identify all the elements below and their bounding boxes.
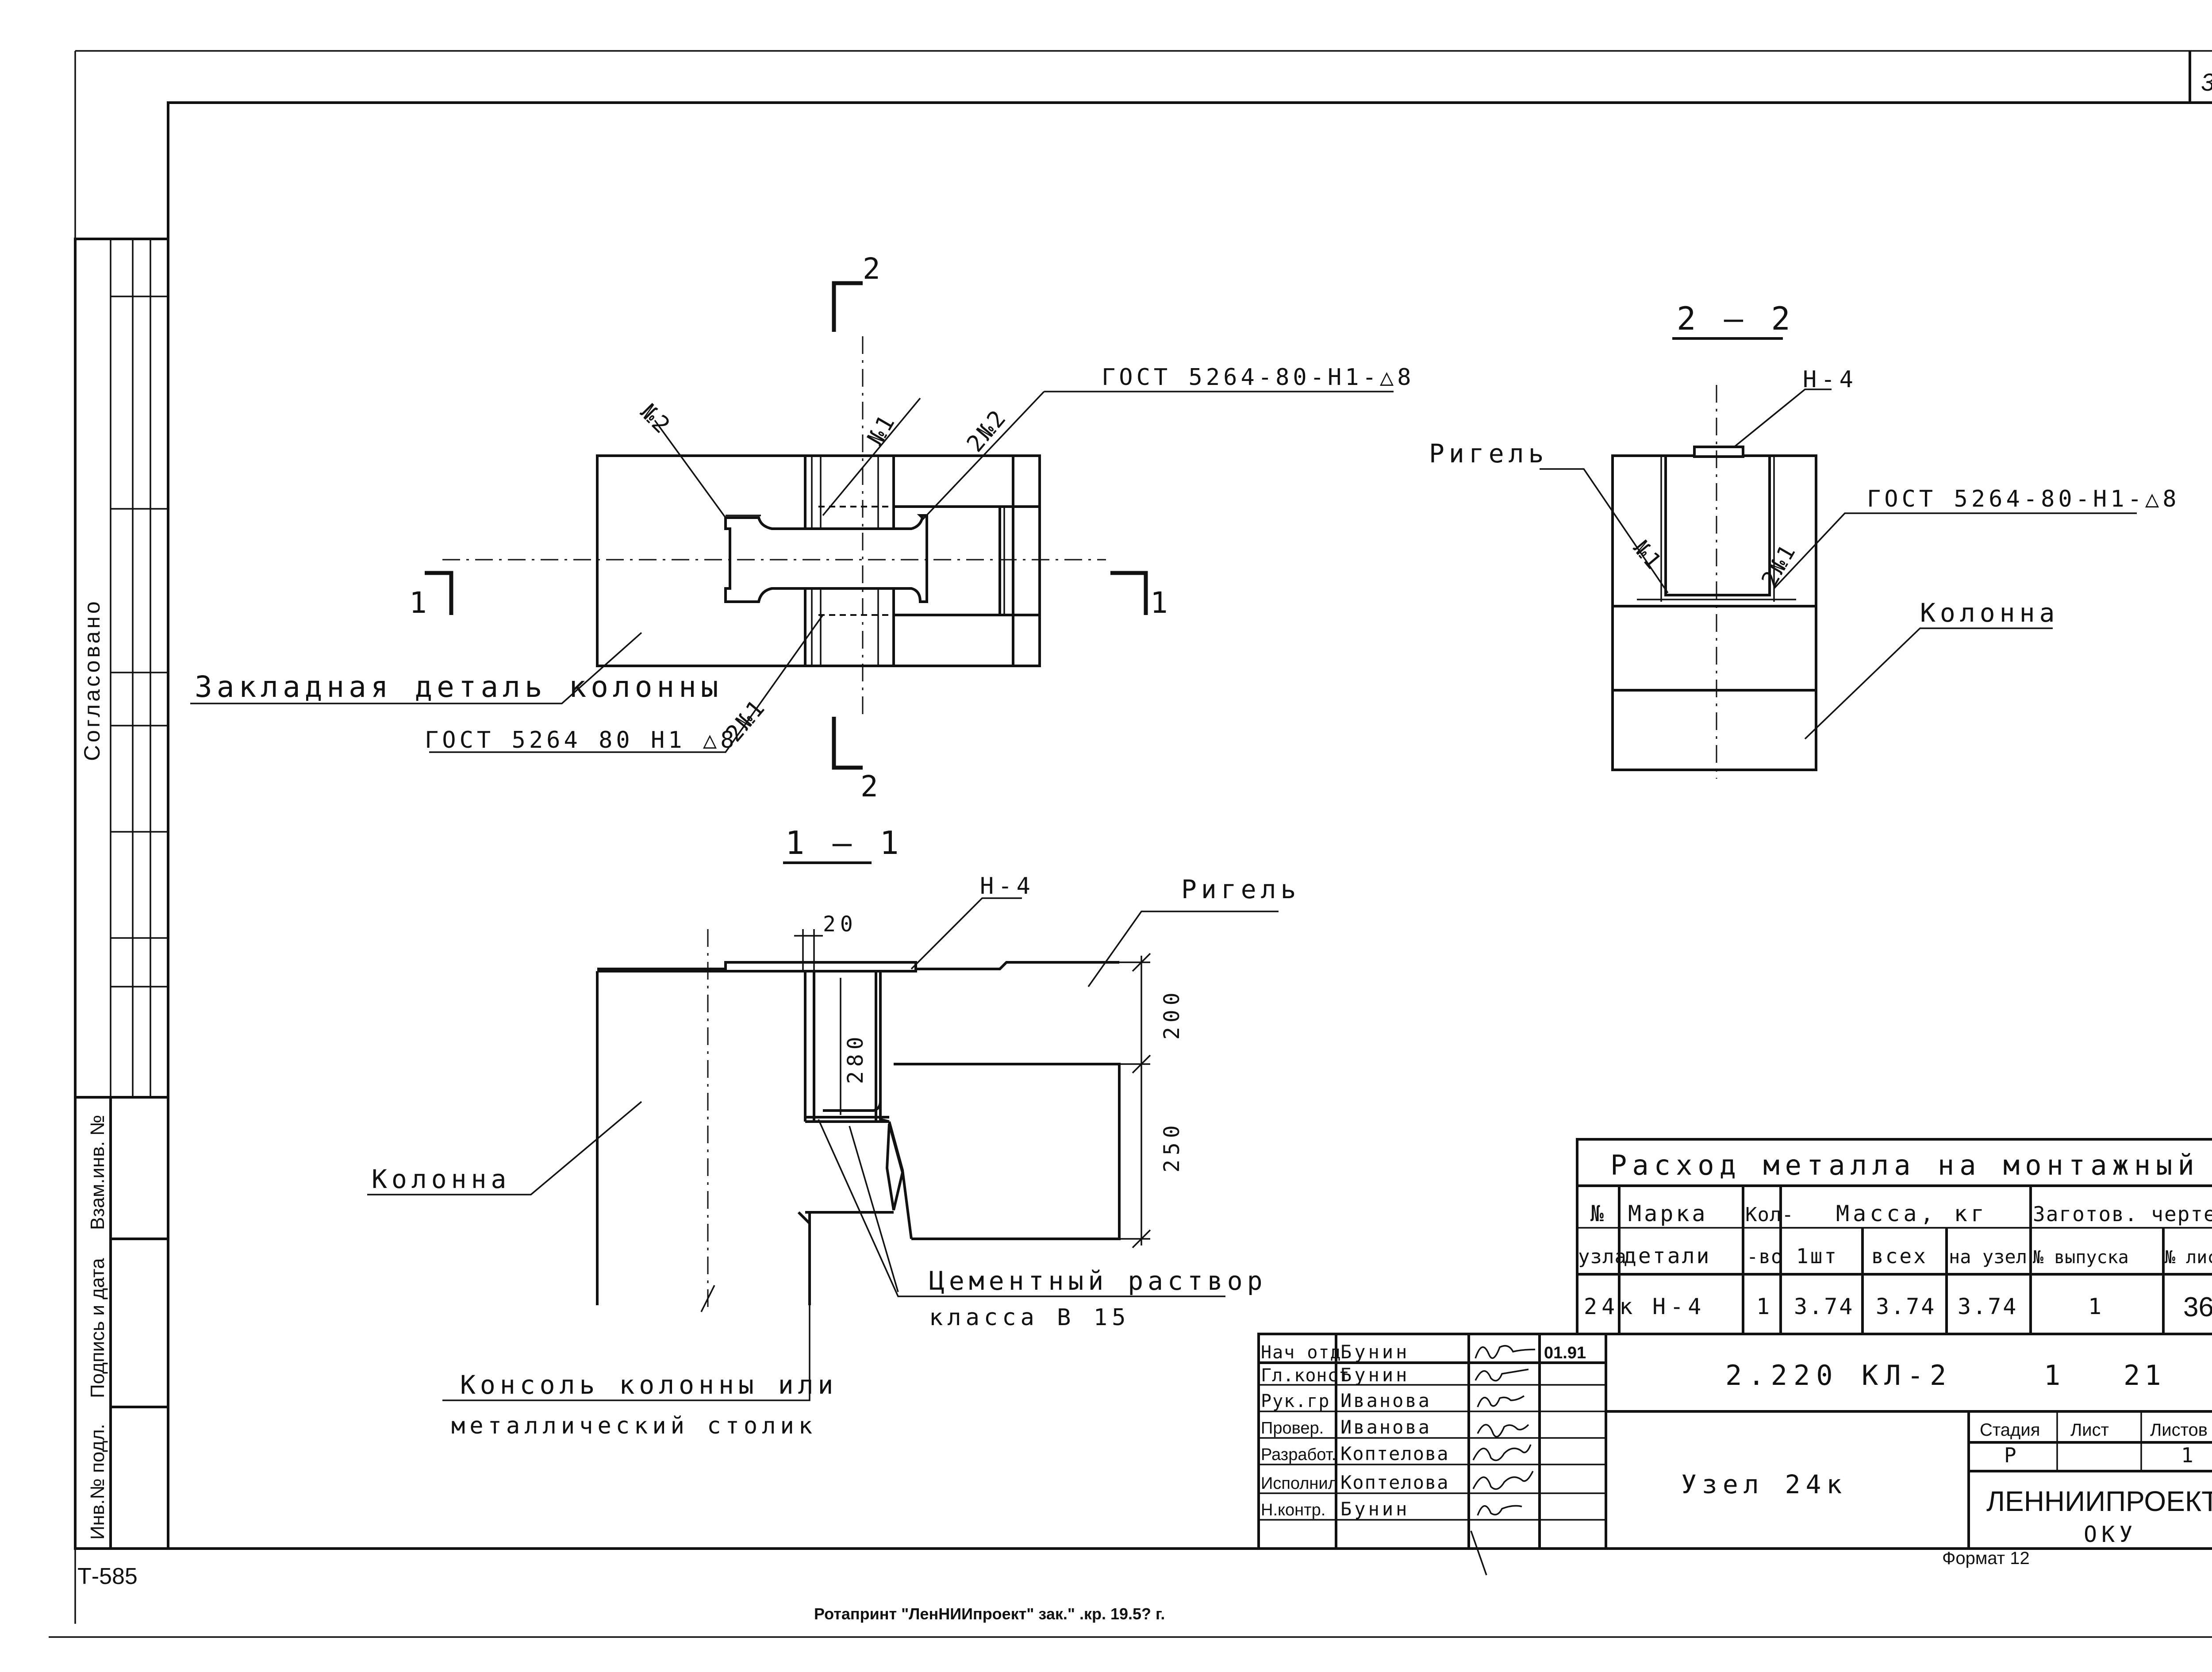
th-issue: № выпуска	[2033, 1247, 2129, 1268]
sheet-frames	[49, 50, 2212, 1638]
tb-stage-label: Стадия	[1980, 1420, 2040, 1440]
part-label-2n2: 2№2	[962, 404, 1012, 457]
stamp-agreed: Согласовано	[80, 599, 104, 761]
tb-name-2: Бунин	[1340, 1364, 1409, 1386]
part-label-n2: №2	[635, 399, 676, 440]
dim-280: 280	[843, 1032, 868, 1084]
tb-name-6: Коптелова	[1340, 1472, 1449, 1493]
mortar-label-1: Цементный раствор	[929, 1266, 1267, 1296]
tb-role-3: Рук.гр	[1261, 1391, 1330, 1411]
section-1-1	[367, 861, 1279, 1401]
printer-note: Ротапринт "ЛенНИИпроект" зак." .кр. 19.5…	[814, 1605, 1165, 1623]
td-mark: Н-4	[1652, 1294, 1705, 1319]
embedded-part-label: Закладная деталь колонны	[195, 670, 723, 704]
th-qty-1: Кол-	[1745, 1203, 1794, 1226]
stamp-sign-date: Подпись и дата	[87, 1258, 108, 1398]
th-per-node: на узел	[1949, 1246, 2027, 1268]
section-2-2-rigel: Ригель	[1429, 438, 1548, 469]
tb-stage: Р	[2004, 1443, 2021, 1467]
section-mark-2-bottom: 2	[860, 769, 883, 803]
tb-role-5: Разработ.	[1261, 1445, 1336, 1464]
th-blank: Заготов. чертеж	[2033, 1202, 2212, 1226]
tb-name-1: Бунин	[1340, 1341, 1409, 1363]
tb-role-6: Исполнил	[1261, 1474, 1338, 1493]
bottom-left-code: Т-585	[77, 1564, 138, 1589]
tb-sheets: 1	[2181, 1443, 2198, 1467]
tb-org: ЛЕННИИПРОЕКТ	[1986, 1485, 2212, 1517]
stamp-inv-replace: Взам.инв. №	[87, 1115, 108, 1230]
tb-issue: 1	[2044, 1359, 2065, 1391]
format-note: Формат 12	[1942, 1549, 2030, 1568]
console-label-1: Консоль колонны или	[460, 1370, 837, 1400]
section-mark-2-top: 2	[863, 252, 885, 286]
tb-sheets-label: Листов	[2150, 1420, 2208, 1440]
th-qty-2: -во	[1747, 1245, 1783, 1268]
td-sheet: 36	[2183, 1292, 2212, 1322]
section-2-2-h4: Н-4	[1803, 366, 1858, 393]
title-block	[1257, 1333, 2212, 1576]
tb-dept: ОКУ	[2084, 1522, 2137, 1547]
dim-200: 200	[1160, 988, 1184, 1040]
section-1-1-title: 1 — 1	[785, 824, 903, 861]
tb-role-4: Провер.	[1261, 1419, 1324, 1438]
tb-code: 2.220 КЛ-2	[1725, 1359, 1952, 1391]
tb-page: 21	[2124, 1359, 2166, 1391]
section-2-2-weld: ГОСТ 5264-80-Н1-△8	[1867, 486, 2180, 512]
section-1-1-column: Колонна	[372, 1164, 511, 1194]
weld-label-top: ГОСТ 5264-80-Н1-△8	[1102, 364, 1415, 391]
tb-role-1: Нач отд	[1261, 1342, 1342, 1363]
section-1-1-rigel: Ригель	[1181, 874, 1301, 904]
th-sheet: № листа	[2165, 1247, 2212, 1268]
left-stamp	[74, 238, 169, 1550]
tb-name-7: Бунин	[1340, 1498, 1409, 1520]
section-2-2-2n1: 2№1	[1756, 539, 1801, 591]
tb-role-7: Н.контр.	[1261, 1501, 1325, 1519]
th-all: всех	[1871, 1244, 1928, 1268]
tb-role-2: Гл.конст	[1261, 1365, 1350, 1386]
tb-date: 01.91	[1544, 1344, 1586, 1362]
section-2-2-title: 2 — 2	[1677, 300, 1795, 337]
td-all: 3.74	[1876, 1294, 1936, 1319]
tb-sheet-label: Лист	[2070, 1420, 2109, 1440]
metal-table-title: Расход металла на монтажный узел	[1610, 1149, 2212, 1181]
section-2-2	[1540, 337, 2137, 779]
tb-name-4: Иванова	[1340, 1416, 1431, 1438]
td-one: 3.74	[1794, 1294, 1854, 1319]
th-node: узла	[1578, 1245, 1627, 1268]
section-mark-1-right: 1	[1150, 586, 1172, 620]
page-number: 37	[2201, 68, 2212, 96]
th-detail: детали	[1624, 1244, 1711, 1268]
th-node-no: №	[1590, 1201, 1605, 1226]
dim-250: 250	[1160, 1121, 1184, 1172]
td-node: 24к	[1584, 1294, 1637, 1319]
section-2-2-column: Колонна	[1920, 598, 2059, 628]
th-mass: Масса, кг	[1836, 1201, 1988, 1226]
tb-name: Узел 24к	[1681, 1469, 1847, 1499]
plan-view	[190, 281, 1394, 770]
td-issue: 1	[2088, 1294, 2106, 1319]
th-mark: Марка	[1628, 1201, 1708, 1226]
td-qty: 1	[1756, 1294, 1774, 1319]
weld-label-bottom: ГОСТ 5264 80 Н1 △8	[425, 727, 738, 753]
signatures	[1472, 1345, 1536, 1516]
mortar-label-2: класса В 15	[929, 1304, 1130, 1331]
th-one: 1шт	[1796, 1244, 1838, 1268]
tb-name-5: Коптелова	[1340, 1443, 1449, 1464]
tb-name-3: Иванова	[1340, 1390, 1431, 1411]
section-mark-1-left: 1	[409, 586, 431, 620]
td-per-node: 3.74	[1958, 1294, 2018, 1319]
console-label-2: металлический столик	[451, 1413, 817, 1439]
dim-20: 20	[823, 912, 857, 937]
stamp-inv-orig: Инв.№ подл.	[87, 1424, 108, 1540]
section-1-1-h4: Н-4	[980, 873, 1035, 899]
part-label-n1: №1	[862, 409, 901, 450]
